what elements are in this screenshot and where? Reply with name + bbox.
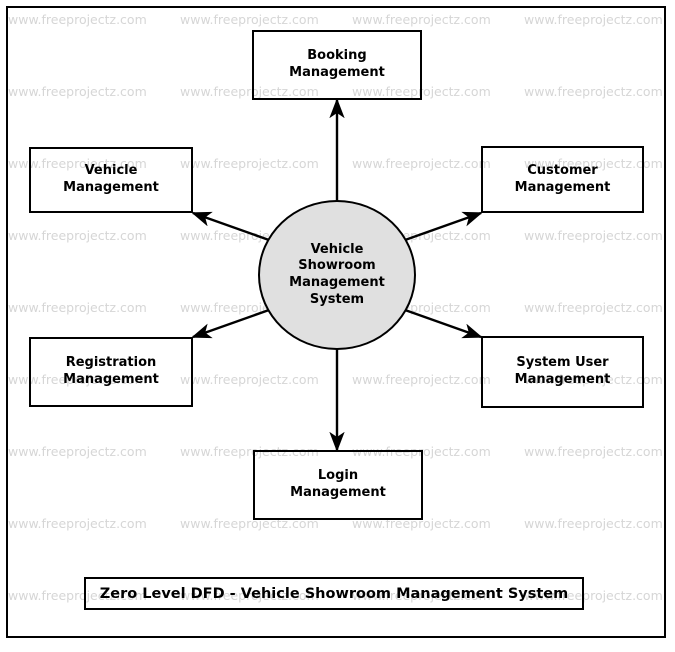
- entity-box-booking-management[interactable]: Booking Management: [252, 30, 422, 100]
- entity-label-customer-management: Customer Management: [514, 162, 611, 195]
- entity-label-login-management: Login Management: [290, 468, 386, 500]
- entity-box-customer-management[interactable]: Customer Management: [481, 146, 644, 213]
- entity-label-system-user-management: System User Management: [514, 355, 611, 387]
- entity-label-vehicle-management: Vehicle Management: [63, 163, 159, 195]
- entity-label-booking-management: Booking Management: [289, 48, 385, 80]
- process-node-vehicle-showroom-management-system[interactable]: Vehicle Showroom Management System: [258, 200, 416, 350]
- diagram-caption-box: Zero Level DFD - Vehicle Showroom Manage…: [84, 577, 584, 610]
- entity-box-system-user-management[interactable]: System User Management: [481, 336, 644, 408]
- entity-box-vehicle-management[interactable]: Vehicle Management: [29, 147, 193, 213]
- diagram-outer-frame: [6, 6, 666, 638]
- entity-box-login-management[interactable]: Login Management: [253, 450, 423, 520]
- entity-box-registration-management[interactable]: Registration Management: [29, 337, 193, 407]
- entity-label-registration-management: Registration Management: [63, 355, 159, 387]
- process-node-label: Vehicle Showroom Management System: [289, 241, 385, 307]
- diagram-caption-label: Zero Level DFD - Vehicle Showroom Manage…: [99, 585, 569, 602]
